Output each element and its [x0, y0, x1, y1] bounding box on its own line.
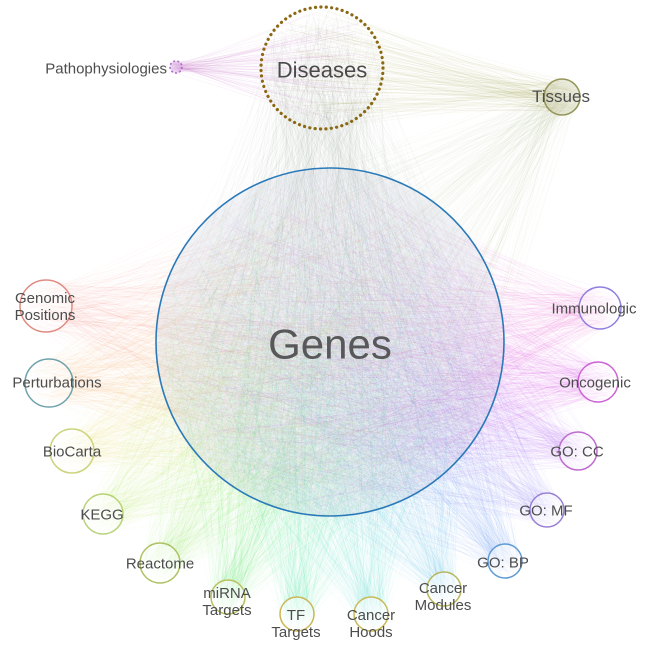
edge-bundle-genes-go-mf — [160, 176, 564, 527]
label-line-cancer-hoods-0: Cancer — [347, 607, 395, 624]
label-oncogenic: Oncogenic — [559, 374, 631, 391]
node-cancer-modules[interactable] — [426, 571, 462, 607]
edge-bundle-genes-oncogenic — [167, 186, 617, 515]
node-circle-pathophysiologies[interactable] — [169, 60, 183, 74]
label-pathophysiologies: Pathophysiologies — [45, 60, 167, 77]
label-perturbations: Perturbations — [12, 374, 101, 391]
node-reactome[interactable] — [139, 542, 181, 584]
node-circle-tissues[interactable] — [543, 78, 581, 116]
edge-bundle-genes-immunologic — [164, 173, 621, 510]
label-reactome: Reactome — [126, 555, 194, 572]
node-circle-immunologic[interactable] — [578, 286, 622, 330]
node-circle-perturbations[interactable] — [24, 358, 74, 408]
label-go-cc: GO: CC — [550, 443, 604, 460]
node-go-cc[interactable] — [558, 431, 598, 471]
edge-bundle-genes-go-cc — [163, 174, 597, 508]
label-go-bp: GO: BP — [477, 554, 529, 571]
edge-layer — [20, 7, 621, 631]
edge-bundle-genes-genomic-positions — [20, 181, 503, 508]
label-line-cancer-modules-1: Modules — [415, 597, 472, 614]
label-line-cancer-modules-0: Cancer — [419, 580, 467, 597]
edge-bundle-genes-kegg — [83, 175, 497, 534]
label-immunologic: Immunologic — [551, 300, 637, 317]
edge-bundle-genes-perturbations — [26, 181, 493, 502]
edge-bundle-genes-go-bp — [159, 168, 522, 579]
node-circle-genomic-positions[interactable] — [19, 279, 73, 333]
edge-bundle-genes-biocarta — [51, 175, 492, 508]
edge-bundle-genes-tf-targets — [168, 175, 498, 631]
label-line-cancer-hoods-1: Hoods — [349, 624, 392, 641]
node-mirna-targets[interactable] — [210, 579, 246, 615]
label-line-tf-targets-0: TF — [287, 607, 305, 624]
label-tissues: Tissues — [532, 87, 590, 106]
node-circle-kegg[interactable] — [82, 493, 124, 535]
label-line-mirna-targets-1: Targets — [202, 602, 251, 619]
label-line-mirna-targets-0: miRNA — [203, 585, 251, 602]
node-go-mf[interactable] — [529, 492, 565, 528]
node-circle-tf-targets[interactable] — [279, 596, 315, 632]
node-oncogenic[interactable] — [577, 361, 619, 403]
edge-bundle-genes-reactome — [140, 171, 498, 583]
label-layer: Genes Diseases PathophysiologiesTissuesGen… — [12, 58, 637, 641]
node-circle-go-bp[interactable] — [487, 543, 523, 579]
node-cancer-hoods[interactable] — [353, 596, 389, 632]
node-circle-diseases[interactable] — [259, 5, 385, 131]
node-circle-genes[interactable] — [155, 167, 505, 517]
node-layer — [19, 5, 622, 632]
node-kegg[interactable] — [82, 493, 124, 535]
node-tissues[interactable] — [543, 78, 581, 116]
edge-bundle-genes-cancer-modules — [165, 169, 497, 607]
label-kegg: KEGG — [80, 506, 123, 523]
node-circle-cancer-modules[interactable] — [426, 571, 462, 607]
label-diseases: Diseases — [277, 58, 367, 83]
edge-bundle-pathophysiologies-diseases — [171, 11, 381, 122]
node-circle-cancer-hoods[interactable] — [353, 596, 389, 632]
label-line-genomic-positions-1: Positions — [15, 307, 76, 324]
node-circle-biocarta[interactable] — [49, 428, 95, 474]
edge-bundle-diseases-tissues — [261, 7, 580, 130]
node-genomic-positions[interactable] — [19, 279, 73, 333]
node-pathophysiologies[interactable] — [169, 60, 183, 74]
node-genes[interactable] — [155, 167, 505, 517]
node-circle-go-cc[interactable] — [558, 431, 598, 471]
node-circle-mirna-targets[interactable] — [210, 579, 246, 615]
node-go-bp[interactable] — [487, 543, 523, 579]
node-circle-reactome[interactable] — [139, 542, 181, 584]
node-circle-oncogenic[interactable] — [577, 361, 619, 403]
label-biocarta: BioCarta — [43, 443, 102, 460]
node-perturbations[interactable] — [24, 358, 74, 408]
edge-bundle-genes-cancer-hoods — [158, 173, 492, 631]
edge-bundle-diseases-genes — [157, 8, 503, 513]
label-genes: Genes — [268, 321, 392, 368]
edge-bundle-genes-mirna-targets — [159, 175, 503, 614]
node-biocarta[interactable] — [49, 428, 95, 474]
label-go-mf: GO: MF — [519, 502, 572, 519]
edge-bundle-tissues-genes — [161, 79, 580, 514]
node-tf-targets[interactable] — [279, 596, 315, 632]
label-line-tf-targets-1: Targets — [271, 624, 320, 641]
node-diseases[interactable] — [259, 5, 385, 131]
label-line-genomic-positions-0: Genomic — [15, 290, 76, 307]
node-immunologic[interactable] — [578, 286, 622, 330]
node-circle-go-mf[interactable] — [529, 492, 565, 528]
